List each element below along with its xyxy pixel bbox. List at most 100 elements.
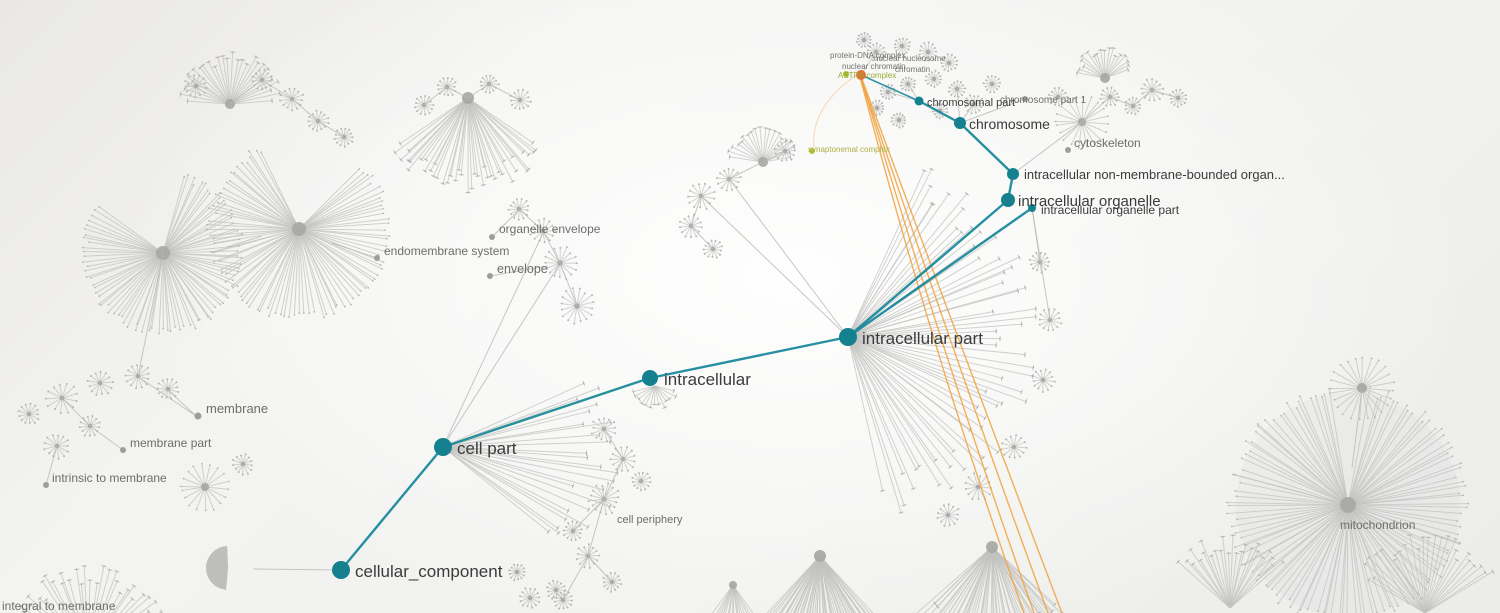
flower-cluster <box>609 446 636 472</box>
label-intracellular[interactable]: intracellular <box>664 370 751 389</box>
orange-path-edge <box>813 75 856 149</box>
orange-edges <box>813 75 1063 613</box>
label-mitochondrion[interactable]: mitochondrion <box>1340 518 1415 532</box>
gray-edge <box>562 555 589 601</box>
gray-edge <box>491 209 520 238</box>
label-membrane-part[interactable]: membrane part <box>130 436 212 450</box>
gray-edge <box>959 98 1026 124</box>
node-nucleosome[interactable] <box>856 70 866 80</box>
label-cellular_component[interactable]: cellular_component <box>355 562 503 581</box>
flower-cluster <box>924 69 942 88</box>
gray-edge <box>61 397 91 427</box>
gray-edge <box>45 445 58 486</box>
label-intracellular_non_membrane_bounded_organelle[interactable]: intracellular non-membrane-bounded organ… <box>1024 167 1285 182</box>
flower-cluster <box>890 112 907 129</box>
label-tiny-0: protein-DNA complex <box>830 51 906 60</box>
gray-edge <box>261 79 293 100</box>
gray-edge <box>1151 89 1179 99</box>
gray-node-dot[interactable] <box>1065 147 1071 153</box>
highlight-edge <box>860 74 920 102</box>
node-intracellular_organelle_part[interactable] <box>1028 204 1036 212</box>
cluster-right-dandelion <box>1328 356 1396 421</box>
node-synaptonemal-complex[interactable] <box>809 148 815 154</box>
flower-cluster <box>716 168 742 192</box>
label-cytoskeleton[interactable]: cytoskeleton <box>1074 136 1141 150</box>
gray-edge <box>603 458 624 500</box>
label-integral-to-membrane[interactable]: integral to membrane <box>2 599 116 613</box>
label-cell-periphery[interactable]: cell periphery <box>617 514 683 526</box>
flower-cluster <box>519 587 541 609</box>
gray-edge <box>1109 96 1134 107</box>
mitochondrion-disc <box>1226 385 1470 613</box>
bottom-fan-2 <box>913 541 1064 613</box>
label-cell_part[interactable]: cell part <box>457 439 517 458</box>
orange-path-edge <box>860 77 1035 613</box>
gray-node-dot[interactable] <box>194 412 202 420</box>
highlight-edge <box>649 335 849 380</box>
flower-cluster <box>1168 88 1188 108</box>
gray-edge <box>1351 387 1363 469</box>
gray-edge <box>690 195 702 227</box>
gray-edge <box>700 195 849 338</box>
gray-edge <box>1012 121 1083 175</box>
node-intracellular_organelle[interactable] <box>1001 193 1015 207</box>
graph-nodes <box>43 70 1071 579</box>
highlight-edge <box>847 199 1009 338</box>
gray-edge <box>137 252 164 377</box>
node-intracellular[interactable] <box>642 370 658 386</box>
node-chromosome-part[interactable] <box>1022 96 1028 102</box>
gray-edge <box>542 230 561 264</box>
highlight-edge <box>442 376 651 449</box>
label-tiny-1: nuclear nucleosome <box>874 54 946 63</box>
gray-edge <box>467 83 490 99</box>
node-intracellular_non_membrane_bounded_organelle[interactable] <box>1007 168 1019 180</box>
flower-cluster <box>702 239 723 259</box>
flower-cluster <box>590 417 617 443</box>
node-intracellular_part[interactable] <box>839 328 857 346</box>
flower-cluster <box>982 75 1001 94</box>
flower-cluster <box>940 53 959 73</box>
label-intrinsic-to-membrane[interactable]: intrinsic to membrane <box>52 471 167 485</box>
label-tiny-5: synaptonemal complex <box>808 145 890 154</box>
label-intracellular_organelle[interactable]: intracellular organelle <box>1018 193 1161 210</box>
flower-cluster <box>508 563 526 582</box>
flower-cluster <box>507 198 530 221</box>
gray-edge <box>317 120 345 138</box>
node-chromosomal_part[interactable] <box>914 96 924 106</box>
gray-edge <box>291 98 319 122</box>
node-chromosome[interactable] <box>954 117 966 129</box>
label-intracellular_organelle_part[interactable]: intracellular organelle part <box>1041 203 1180 217</box>
gray-node-dot[interactable] <box>120 447 126 453</box>
label-membrane[interactable]: membrane <box>206 401 268 416</box>
gray-node-dot[interactable] <box>487 273 493 279</box>
highlight-edge <box>959 122 1014 175</box>
gray-edge <box>89 425 124 451</box>
label-intracellular_part[interactable]: intracellular part <box>862 329 983 348</box>
label-chromosomal_part[interactable]: chromosomal part <box>927 97 1015 109</box>
flower-cluster <box>855 32 872 48</box>
label-organelle-envelope[interactable]: organelle envelope <box>499 222 601 236</box>
gray-edge <box>559 262 578 307</box>
label-chromosome[interactable]: chromosome <box>969 116 1050 132</box>
gray-node-dot[interactable] <box>374 255 380 261</box>
node-green-complex-1[interactable] <box>843 71 849 77</box>
flower-cluster <box>546 579 567 600</box>
flower-cluster <box>86 370 114 396</box>
orange-path-edge <box>859 76 1025 613</box>
gray-edge <box>762 150 786 163</box>
flower-cluster <box>509 88 532 110</box>
gray-edge <box>587 555 613 583</box>
gray-node-dot[interactable] <box>43 482 49 488</box>
node-cellular_component[interactable] <box>332 561 350 579</box>
gray-edge <box>489 265 549 277</box>
label-tiny-4: ASTRA complex <box>838 71 896 80</box>
gray-edge <box>1031 207 1051 321</box>
bottom-fan-1 <box>766 550 874 613</box>
label-envelope[interactable]: envelope <box>497 262 548 276</box>
gray-edge <box>1081 96 1111 123</box>
node-cell_part[interactable] <box>434 438 452 456</box>
label-endomembrane-system[interactable]: endomembrane system <box>384 244 509 258</box>
label-chromosome-part[interactable]: chromosome part 1 <box>1000 95 1087 106</box>
gray-node-dot[interactable] <box>489 234 495 240</box>
